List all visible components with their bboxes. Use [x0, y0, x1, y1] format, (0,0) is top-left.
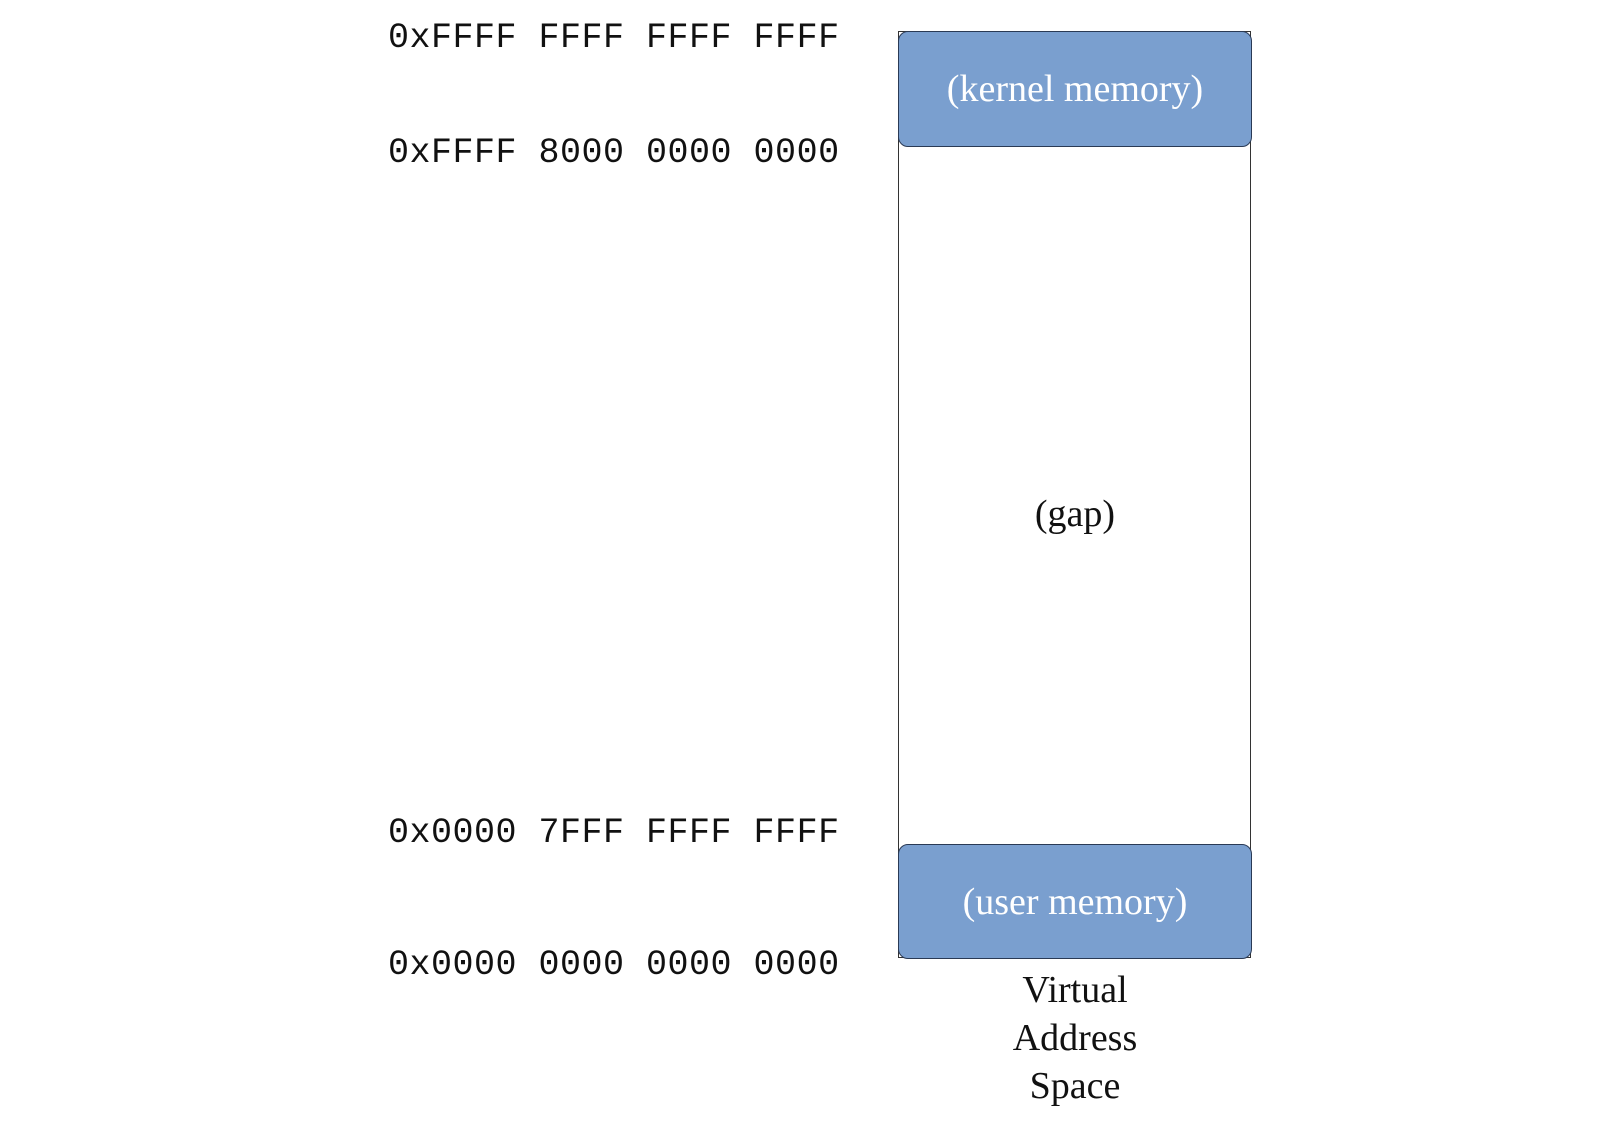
kernel-memory-region: (kernel memory) [898, 31, 1252, 147]
address-user-top: 0x0000 7FFF FFFF FFFF [388, 813, 840, 853]
caption-line-3: Space [1029, 1065, 1121, 1107]
caption-line-1: Virtual [1022, 969, 1128, 1011]
caption-line-2: Address [1012, 1017, 1138, 1059]
kernel-memory-label: (kernel memory) [946, 68, 1204, 110]
address-kernel-base: 0xFFFF 8000 0000 0000 [388, 133, 840, 173]
gap-label: (gap) [1034, 493, 1116, 535]
diagram-caption: Virtual Address Space [898, 966, 1252, 1110]
user-memory-region: (user memory) [898, 844, 1252, 959]
address-space-outline [898, 31, 1251, 958]
address-top: 0xFFFF FFFF FFFF FFFF [388, 18, 840, 58]
address-bottom: 0x0000 0000 0000 0000 [388, 945, 840, 985]
user-memory-label: (user memory) [962, 880, 1188, 923]
